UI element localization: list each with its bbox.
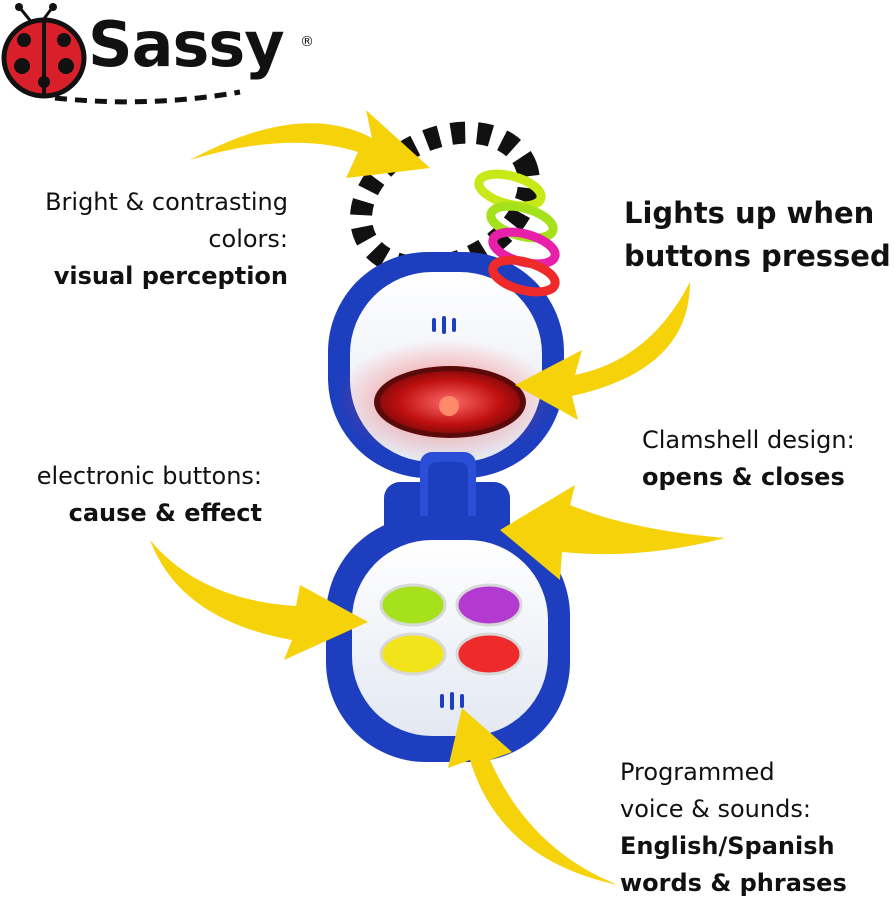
callout-voice-bold2: words & phrases: [620, 869, 847, 897]
callout-voice-line1: Programmed: [620, 758, 775, 786]
arrow-hinge-icon: [500, 485, 725, 580]
callout-colors-line2: colors:: [208, 225, 288, 253]
callout-voice-bold1: English/Spanish: [620, 832, 835, 860]
arrow-ring-icon: [190, 110, 430, 178]
brand-name: Sassy: [88, 8, 285, 81]
red-button: [455, 632, 523, 676]
callout-colors-bold: visual perception: [53, 262, 288, 290]
arrows: [150, 110, 725, 885]
registered-mark: ®: [300, 34, 314, 50]
green-button: [379, 583, 447, 627]
callout-voice-line2: voice & sounds:: [620, 795, 811, 823]
callout-lights: Lights up when buttons pressed: [624, 192, 891, 278]
phone-lid: [328, 252, 564, 478]
logo-swoosh: [54, 89, 241, 105]
callout-voice: Programmed voice & sounds: English/Spani…: [620, 754, 847, 902]
callout-buttons-line1: electronic buttons:: [36, 462, 262, 490]
callout-colors: Bright & contrasting colors: visual perc…: [45, 184, 288, 295]
phone-base: [326, 516, 570, 762]
callout-colors-line1: Bright & contrasting: [45, 188, 288, 216]
callout-clamshell-bold: opens & closes: [642, 463, 845, 491]
yellow-button: [379, 632, 447, 676]
callout-clamshell-line1: Clamshell design:: [642, 426, 855, 454]
callout-lights-line2: buttons pressed: [624, 239, 891, 273]
callout-clamshell: Clamshell design: opens & closes: [642, 422, 855, 496]
callout-lights-line1: Lights up when: [624, 196, 875, 230]
arrow-buttons-icon: [150, 540, 368, 660]
colored-rings: [474, 169, 560, 297]
purple-button: [455, 583, 523, 627]
ladybug-logo-icon: [1, 3, 87, 99]
arrow-lens-icon: [515, 282, 690, 420]
callout-buttons-bold: cause & effect: [68, 499, 262, 527]
arrow-speaker-icon: [448, 708, 618, 885]
callout-buttons: electronic buttons: cause & effect: [37, 458, 262, 532]
